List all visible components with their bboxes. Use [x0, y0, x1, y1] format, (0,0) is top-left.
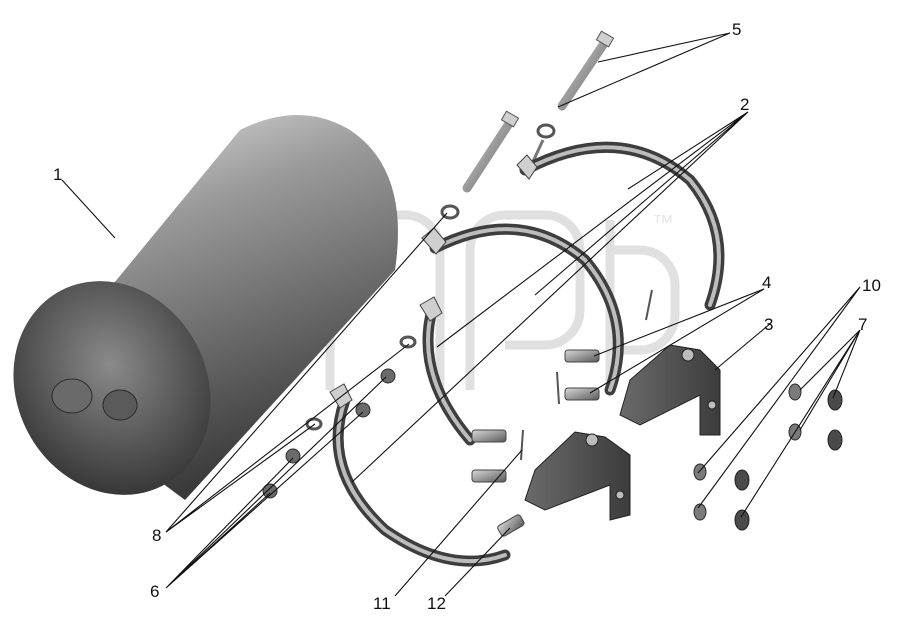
bracket-lower [524, 431, 631, 521]
callout-6: 6 [150, 582, 159, 601]
bracket-upper [619, 344, 721, 436]
callout-7: 7 [858, 315, 867, 334]
callout-12: 12 [427, 594, 446, 613]
callout-8: 8 [152, 526, 161, 545]
callout-1: 1 [53, 165, 62, 184]
cotter-pins [520, 289, 653, 461]
long-bolt-lower [462, 110, 520, 193]
short-bolts [471, 349, 600, 537]
callout-3: 3 [764, 315, 773, 334]
callout-10: 10 [862, 276, 881, 295]
long-bolt-upper [557, 30, 615, 111]
air-tank [13, 115, 398, 500]
clamp-strap-upper [516, 141, 725, 311]
callout-11: 11 [373, 594, 391, 613]
nuts-and-washers-right [693, 383, 843, 531]
callout-labels: 1 2 3 4 5 6 7 8 10 11 12 [53, 20, 881, 613]
watermark-trademark: ™ [652, 210, 674, 235]
leader-lines [61, 32, 861, 597]
callout-2: 2 [740, 95, 749, 114]
washers-and-nuts-left [262, 204, 460, 499]
clamp-strap-middle [421, 223, 624, 396]
clamp-strap-rear [419, 296, 476, 446]
callout-4: 4 [762, 273, 771, 292]
callout-5: 5 [732, 20, 741, 39]
